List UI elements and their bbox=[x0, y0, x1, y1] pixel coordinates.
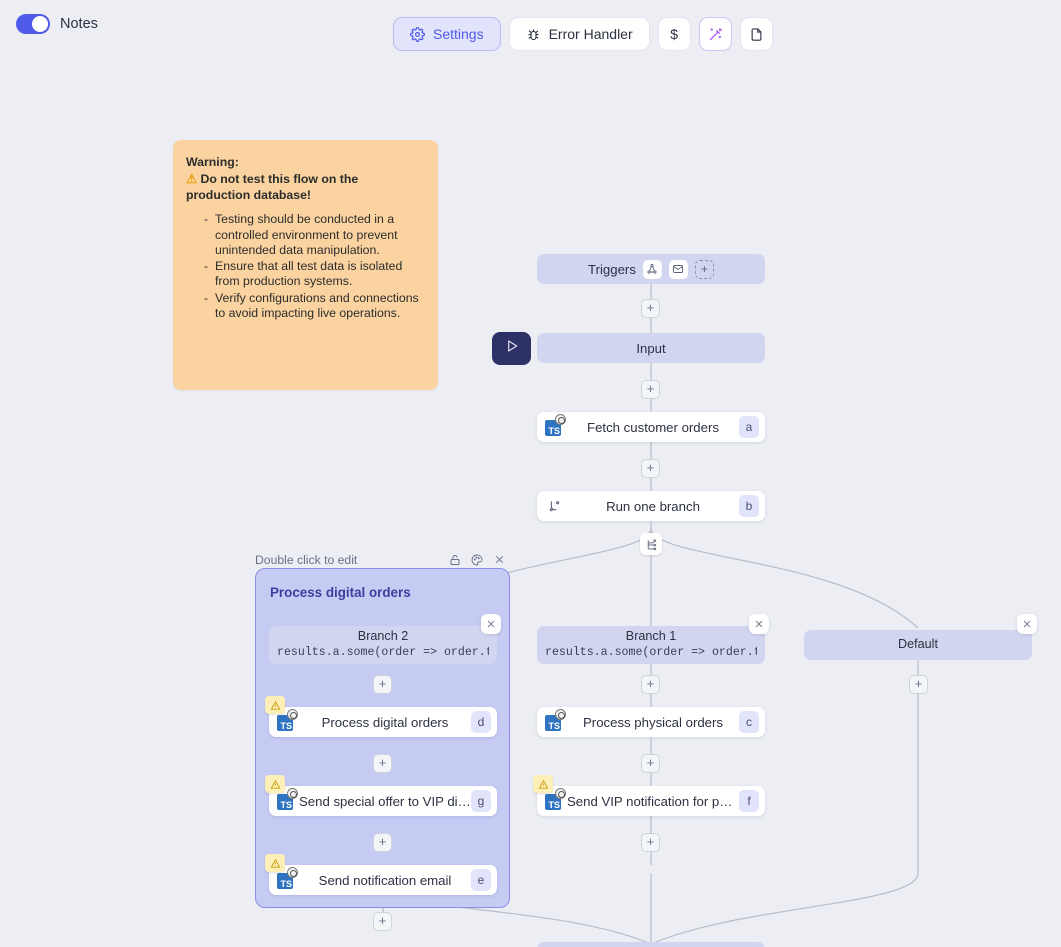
add-node-button[interactable] bbox=[373, 833, 392, 852]
list-item: Testing should be conducted in a control… bbox=[204, 212, 422, 258]
group-hint: Double click to edit bbox=[255, 552, 358, 567]
branch-name: Default bbox=[898, 637, 938, 651]
notes-toggle-group[interactable]: Notes bbox=[16, 14, 98, 34]
branch-expression: results.a.some(order => order.type bbox=[545, 645, 757, 659]
warning-icon bbox=[533, 775, 553, 793]
warning-icon bbox=[265, 696, 285, 714]
branch-icon bbox=[541, 499, 567, 514]
node-fetch-customer-orders[interactable]: TS Fetch customer orders a bbox=[537, 412, 765, 442]
node-letter-badge: b bbox=[739, 495, 759, 517]
node-letter-badge: d bbox=[471, 711, 491, 733]
group-title: Process digital orders bbox=[270, 585, 411, 600]
node-vip-digital-offer[interactable]: TS Send special offer to VIP digital c..… bbox=[265, 775, 497, 816]
typescript-icon: TS bbox=[273, 867, 299, 889]
toggle-knob bbox=[32, 16, 48, 32]
remove-branch-1-button[interactable] bbox=[749, 614, 769, 634]
node-merge-bottom[interactable] bbox=[537, 942, 765, 947]
add-node-button[interactable] bbox=[641, 380, 660, 399]
warning-emoji: ⚠ bbox=[186, 171, 198, 186]
node-letter-badge: g bbox=[471, 790, 491, 812]
typescript-icon: TS bbox=[273, 709, 299, 731]
remove-branch-2-button[interactable] bbox=[481, 614, 501, 634]
error-handler-label: Error Handler bbox=[548, 26, 633, 42]
play-icon bbox=[504, 338, 520, 359]
add-trigger-icon[interactable]: + bbox=[694, 259, 714, 279]
error-handler-button[interactable]: Error Handler bbox=[508, 17, 650, 51]
node-label: Process digital orders bbox=[321, 714, 449, 730]
warning-note[interactable]: Warning: ⚠ Do not test this flow on the … bbox=[173, 140, 438, 390]
node-label: Fetch customer orders bbox=[587, 419, 719, 435]
note-subtitle-text: Do not test this flow on the production … bbox=[186, 171, 359, 203]
add-node-button[interactable] bbox=[641, 299, 660, 318]
note-subtitle: ⚠ Do not test this flow on the productio… bbox=[186, 171, 422, 203]
add-node-button[interactable] bbox=[909, 675, 928, 694]
branch-expression: results.a.some(order => order.type bbox=[277, 645, 489, 659]
add-node-button[interactable] bbox=[641, 459, 660, 478]
node-process-physical-orders[interactable]: TS Process physical orders c bbox=[537, 707, 765, 737]
node-input[interactable]: Input bbox=[537, 333, 765, 363]
note-bullet-list: Testing should be conducted in a control… bbox=[204, 212, 422, 321]
document-button[interactable] bbox=[739, 17, 773, 51]
node-letter-badge: c bbox=[739, 711, 759, 733]
add-node-button[interactable] bbox=[373, 912, 392, 931]
palette-icon[interactable] bbox=[466, 554, 488, 566]
list-item: Verify configurations and connections to… bbox=[204, 291, 422, 321]
add-node-button[interactable] bbox=[641, 675, 660, 694]
group-toolbar[interactable]: Double click to edit bbox=[255, 551, 510, 568]
node-send-notification-email[interactable]: TS Send notification email e bbox=[265, 854, 497, 895]
settings-button[interactable]: Settings bbox=[393, 17, 501, 51]
webhook-icon[interactable] bbox=[642, 259, 662, 279]
notes-label: Notes bbox=[60, 16, 98, 32]
warning-icon bbox=[265, 854, 285, 872]
add-node-button[interactable] bbox=[641, 833, 660, 852]
settings-label: Settings bbox=[433, 26, 484, 42]
email-icon[interactable] bbox=[668, 259, 688, 279]
notes-toggle[interactable] bbox=[16, 14, 50, 34]
node-label: Send VIP notification for physical... bbox=[567, 793, 739, 809]
gear-icon bbox=[410, 26, 425, 42]
node-label: Send notification email bbox=[318, 872, 452, 888]
typescript-icon: TS bbox=[541, 709, 567, 731]
cost-button[interactable]: $ bbox=[657, 17, 691, 51]
add-node-button[interactable] bbox=[373, 675, 392, 694]
node-run-one-branch[interactable]: Run one branch b bbox=[537, 491, 765, 521]
dollar-icon: $ bbox=[670, 26, 679, 42]
branch-header-1[interactable]: Branch 1 results.a.some(order => order.t… bbox=[537, 626, 765, 664]
triggers-label: Triggers bbox=[588, 261, 636, 277]
warning-icon bbox=[265, 775, 285, 793]
top-toolbar[interactable]: Settings Error Handler $ bbox=[393, 17, 773, 51]
add-node-button[interactable] bbox=[373, 754, 392, 773]
typescript-icon: TS bbox=[541, 788, 567, 810]
node-label: Run one branch bbox=[606, 498, 700, 514]
group-container-digital-orders[interactable] bbox=[255, 568, 510, 908]
branch-header-default[interactable]: Default bbox=[804, 630, 1032, 660]
node-letter-badge: a bbox=[739, 416, 759, 438]
branch-header-2[interactable]: Branch 2 results.a.some(order => order.t… bbox=[269, 626, 497, 664]
node-triggers[interactable]: Triggers + bbox=[537, 254, 765, 284]
node-letter-badge: e bbox=[471, 869, 491, 891]
typescript-icon: TS bbox=[273, 788, 299, 810]
branch-name: Branch 1 bbox=[625, 629, 677, 643]
node-vip-notification-physical[interactable]: TS Send VIP notification for physical...… bbox=[533, 775, 765, 816]
typescript-icon: TS bbox=[541, 414, 567, 436]
add-node-button[interactable] bbox=[641, 754, 660, 773]
magic-wand-icon bbox=[708, 27, 723, 42]
node-process-digital-orders[interactable]: TS Process digital orders d bbox=[265, 696, 497, 737]
bug-icon bbox=[526, 27, 541, 42]
node-label: Send special offer to VIP digital c... bbox=[299, 793, 471, 809]
magic-button[interactable] bbox=[698, 17, 732, 51]
lock-icon[interactable] bbox=[444, 554, 466, 566]
note-title: Warning: bbox=[186, 155, 239, 169]
list-item: Ensure that all test data is isolated fr… bbox=[204, 259, 422, 289]
branch-split-icon[interactable] bbox=[640, 533, 662, 555]
run-button[interactable] bbox=[492, 332, 531, 365]
node-label: Input bbox=[636, 340, 666, 356]
remove-branch-default-button[interactable] bbox=[1017, 614, 1037, 634]
node-label: Process physical orders bbox=[583, 714, 723, 730]
file-icon bbox=[749, 27, 764, 42]
node-letter-badge: f bbox=[739, 790, 759, 812]
branch-name: Branch 2 bbox=[357, 629, 409, 643]
close-icon[interactable] bbox=[488, 554, 510, 565]
